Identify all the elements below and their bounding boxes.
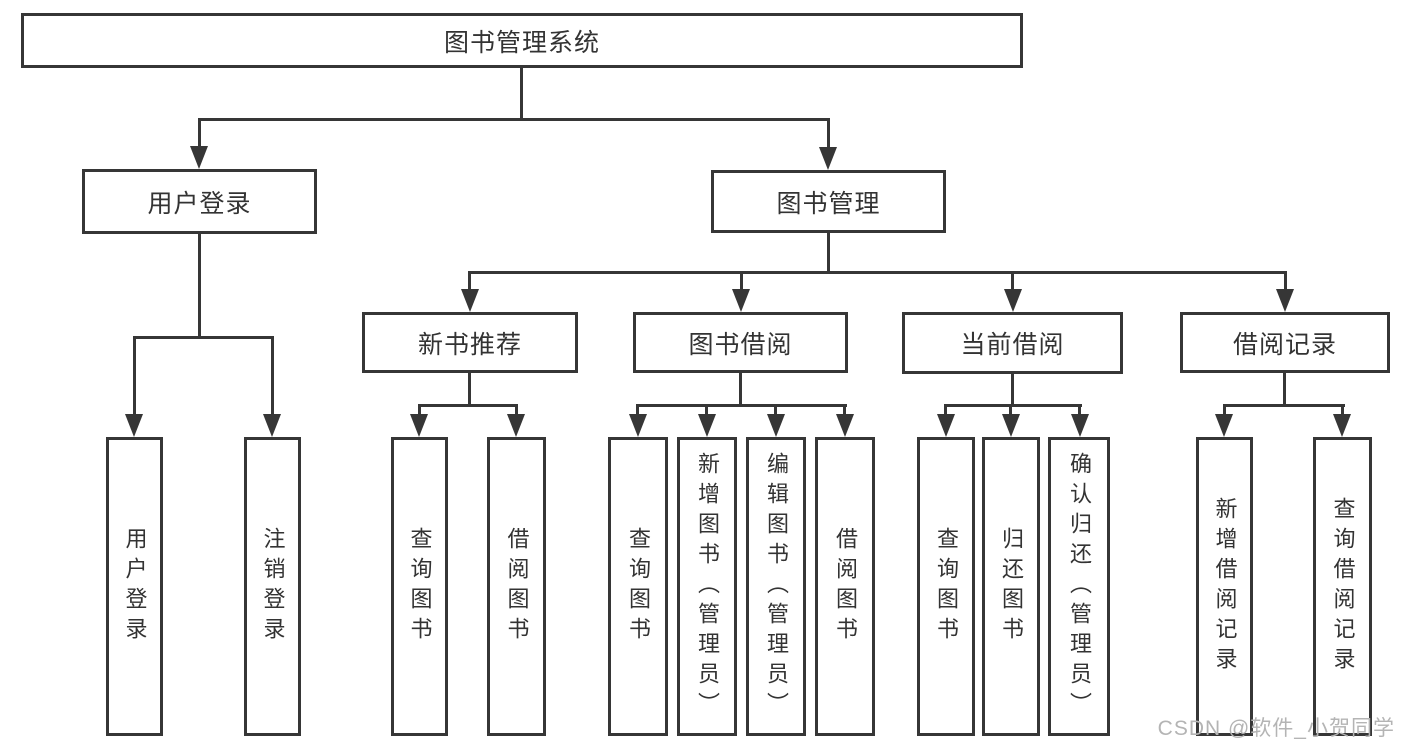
arrowhead-leaf-query-book-2 [629,414,647,437]
node-leaf-borrow-book-1: 借阅图书 [487,437,546,736]
connector-to-leaf-edit-book [774,404,777,416]
node-leaf-add-borrow-record: 新增借阅记录 [1196,437,1253,736]
leaf-label: 归还图书 [999,526,1024,647]
node-user-login-group: 用户登录 [82,169,317,234]
connector-user-login-stem [198,234,201,338]
leaf-label: 新增借阅记录 [1212,496,1238,677]
connector-to-leaf-query-book-2 [636,404,639,416]
connector-root-split [198,118,830,121]
arrowhead-book-borrow [732,289,750,312]
connector-borrow-records-stem [1283,373,1286,406]
node-leaf-edit-book-admin: 编辑图书（管理员） [746,437,806,736]
leaf-label: 借阅图书 [833,526,858,647]
arrowhead-new-book-rec [461,289,479,312]
connector-to-leaf-query-record [1341,404,1344,416]
connector-to-borrow-records [1284,271,1287,291]
connector-book-management-split [468,271,1286,274]
arrowhead-leaf-borrow-book-2 [836,414,854,437]
connector-to-new-book-rec [468,271,471,291]
connector-new-book-rec-stem [468,373,471,406]
arrowhead-leaf-logout [263,414,281,437]
node-leaf-borrow-book-2: 借阅图书 [815,437,875,736]
connector-to-book-management [827,118,830,149]
arrowhead-leaf-query-book-1 [410,414,428,437]
leaf-label: 借阅图书 [504,526,530,647]
arrowhead-leaf-confirm-return [1071,414,1089,437]
node-borrow-records: 借阅记录 [1180,312,1390,373]
arrowhead-current-borrow [1004,289,1022,312]
node-leaf-logout: 注销登录 [244,437,301,736]
connector-to-leaf-return-book [1009,404,1012,416]
arrowhead-leaf-query-record [1333,414,1351,437]
arrowhead-leaf-query-book-3 [937,414,955,437]
connector-to-leaf-query-book-3 [944,404,947,416]
arrowhead-leaf-add-book [698,414,716,437]
connector-to-current-borrow [1011,271,1014,291]
node-leaf-query-book-2: 查询图书 [608,437,668,736]
arrowhead-leaf-user-login [125,414,143,437]
node-leaf-confirm-return-admin: 确认归还（管理员） [1048,437,1110,736]
node-leaf-return-book: 归还图书 [982,437,1040,736]
leaf-label: 查询借阅记录 [1330,496,1356,677]
arrowhead-user-login-group [190,146,208,169]
node-leaf-query-book-1: 查询图书 [391,437,448,736]
connector-to-book-borrow [740,271,743,291]
connector-book-borrow-stem [739,373,742,406]
node-leaf-add-book-admin: 新增图书（管理员） [677,437,737,736]
connector-to-leaf-query-book-1 [418,404,421,416]
node-new-book-recommend: 新书推荐 [362,312,578,373]
connector-book-borrow-split [636,404,847,407]
arrowhead-borrow-records [1276,289,1294,312]
node-library-management-system: 图书管理系统 [21,13,1023,68]
connector-current-borrow-stem [1011,373,1014,406]
node-leaf-query-borrow-record: 查询借阅记录 [1313,437,1372,736]
connector-to-leaf-borrow-book-2 [843,404,846,416]
connector-to-leaf-logout [271,336,274,416]
node-current-borrow: 当前借阅 [902,312,1123,374]
node-leaf-user-login: 用户登录 [106,437,163,736]
connector-to-leaf-user-login [133,336,136,416]
connector-to-leaf-add-book [705,404,708,416]
connector-new-book-rec-split [418,404,518,407]
node-leaf-query-book-3: 查询图书 [917,437,975,736]
leaf-label: 查询图书 [626,526,651,647]
connector-to-leaf-add-record [1223,404,1226,416]
connector-current-borrow-split [944,404,1082,407]
arrowhead-leaf-return-book [1002,414,1020,437]
node-book-management: 图书管理 [711,170,946,233]
arrowhead-leaf-borrow-book-1 [507,414,525,437]
leaf-label: 查询图书 [407,526,433,647]
leaf-label: 用户登录 [122,526,148,647]
watermark: CSDN @软件_小贺同学 [1157,717,1395,740]
connector-user-login-split [133,336,274,339]
leaf-label: 新增图书（管理员） [695,451,720,722]
connector-to-user-login-group [198,118,201,148]
node-book-borrow: 图书借阅 [633,312,848,373]
arrowhead-leaf-edit-book [767,414,785,437]
leaf-label: 注销登录 [260,526,286,647]
arrowhead-leaf-add-record [1215,414,1233,437]
leaf-label: 确认归还（管理员） [1067,451,1092,722]
connector-to-leaf-confirm-return [1078,404,1081,416]
connector-borrow-records-split [1223,404,1345,407]
arrowhead-book-management [819,147,837,170]
leaf-label: 编辑图书（管理员） [764,451,789,722]
leaf-label: 查询图书 [934,526,959,647]
connector-root-stem [520,68,523,120]
connector-book-management-stem [827,233,830,274]
connector-to-leaf-borrow-book-1 [515,404,518,416]
